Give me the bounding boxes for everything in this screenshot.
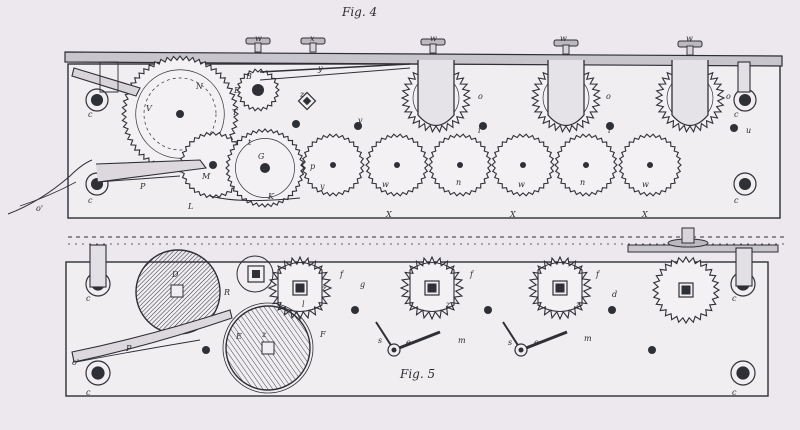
thumb-knob	[300, 37, 326, 53]
pawl-lever	[502, 321, 568, 357]
ratchet-yoke	[409, 261, 455, 313]
shaft-boss	[85, 88, 109, 112]
connecting-bar	[259, 67, 411, 81]
figure-4	[7, 37, 783, 219]
ratchet-yoke	[671, 60, 709, 127]
pawl	[209, 195, 301, 202]
ratchet-yoke	[537, 261, 583, 313]
counter-wheel	[554, 133, 618, 197]
star-wheel	[651, 255, 721, 325]
ratchet-yoke	[417, 60, 455, 127]
disc-hub	[170, 284, 184, 298]
ratchet-yoke	[277, 261, 323, 313]
fig4-top-rail	[64, 51, 783, 67]
star-wheel	[267, 255, 333, 321]
star-wheel	[399, 255, 465, 321]
square-block	[247, 265, 265, 283]
figure-5	[65, 227, 779, 397]
pin	[354, 122, 362, 130]
pin	[292, 120, 300, 128]
square-block	[297, 91, 317, 111]
counter-wheel	[301, 133, 365, 197]
lever-arm	[99, 61, 119, 93]
square-block	[252, 270, 260, 278]
pin	[479, 122, 487, 130]
counter-wheel	[491, 133, 555, 197]
connecting-bar	[259, 63, 411, 73]
disc-e-rim	[222, 302, 314, 394]
fig4-top-knobs	[245, 37, 703, 56]
feed-arm	[95, 159, 208, 183]
shaft-boss	[730, 360, 756, 386]
ratchet-yoke	[547, 60, 585, 127]
pin	[351, 306, 359, 314]
pawl-lever	[375, 321, 441, 357]
counter-wheel	[428, 133, 492, 197]
disc-hub	[261, 341, 275, 355]
fig4-shaft-bosses	[85, 88, 757, 196]
post-bracket	[735, 247, 753, 287]
feed-arm	[75, 339, 201, 363]
shaft-boss	[85, 360, 111, 386]
pin	[608, 306, 616, 314]
ring	[236, 255, 274, 293]
counter-wheel	[618, 133, 682, 197]
star-wheel	[527, 255, 593, 321]
wire-lead	[7, 159, 93, 215]
pin	[484, 306, 492, 314]
thumb-knob	[677, 40, 703, 56]
counter-wheel	[365, 133, 429, 197]
pin	[202, 346, 210, 354]
bracket	[737, 61, 751, 93]
thumb-knob	[553, 39, 579, 55]
fig5-gears	[236, 227, 721, 325]
knob-stem	[681, 227, 695, 244]
post-bracket	[89, 244, 107, 288]
square-block	[302, 96, 312, 106]
feed-arm	[97, 175, 181, 183]
feed-arm	[71, 309, 233, 363]
pin	[606, 122, 614, 130]
thumb-knob	[245, 37, 271, 53]
fig5-levers	[375, 321, 568, 357]
pin	[648, 346, 656, 354]
thumb-knob	[420, 38, 446, 54]
wire-lead	[19, 181, 77, 207]
shaft-boss	[733, 172, 757, 196]
pin	[730, 124, 738, 132]
wheel-k	[225, 128, 305, 208]
